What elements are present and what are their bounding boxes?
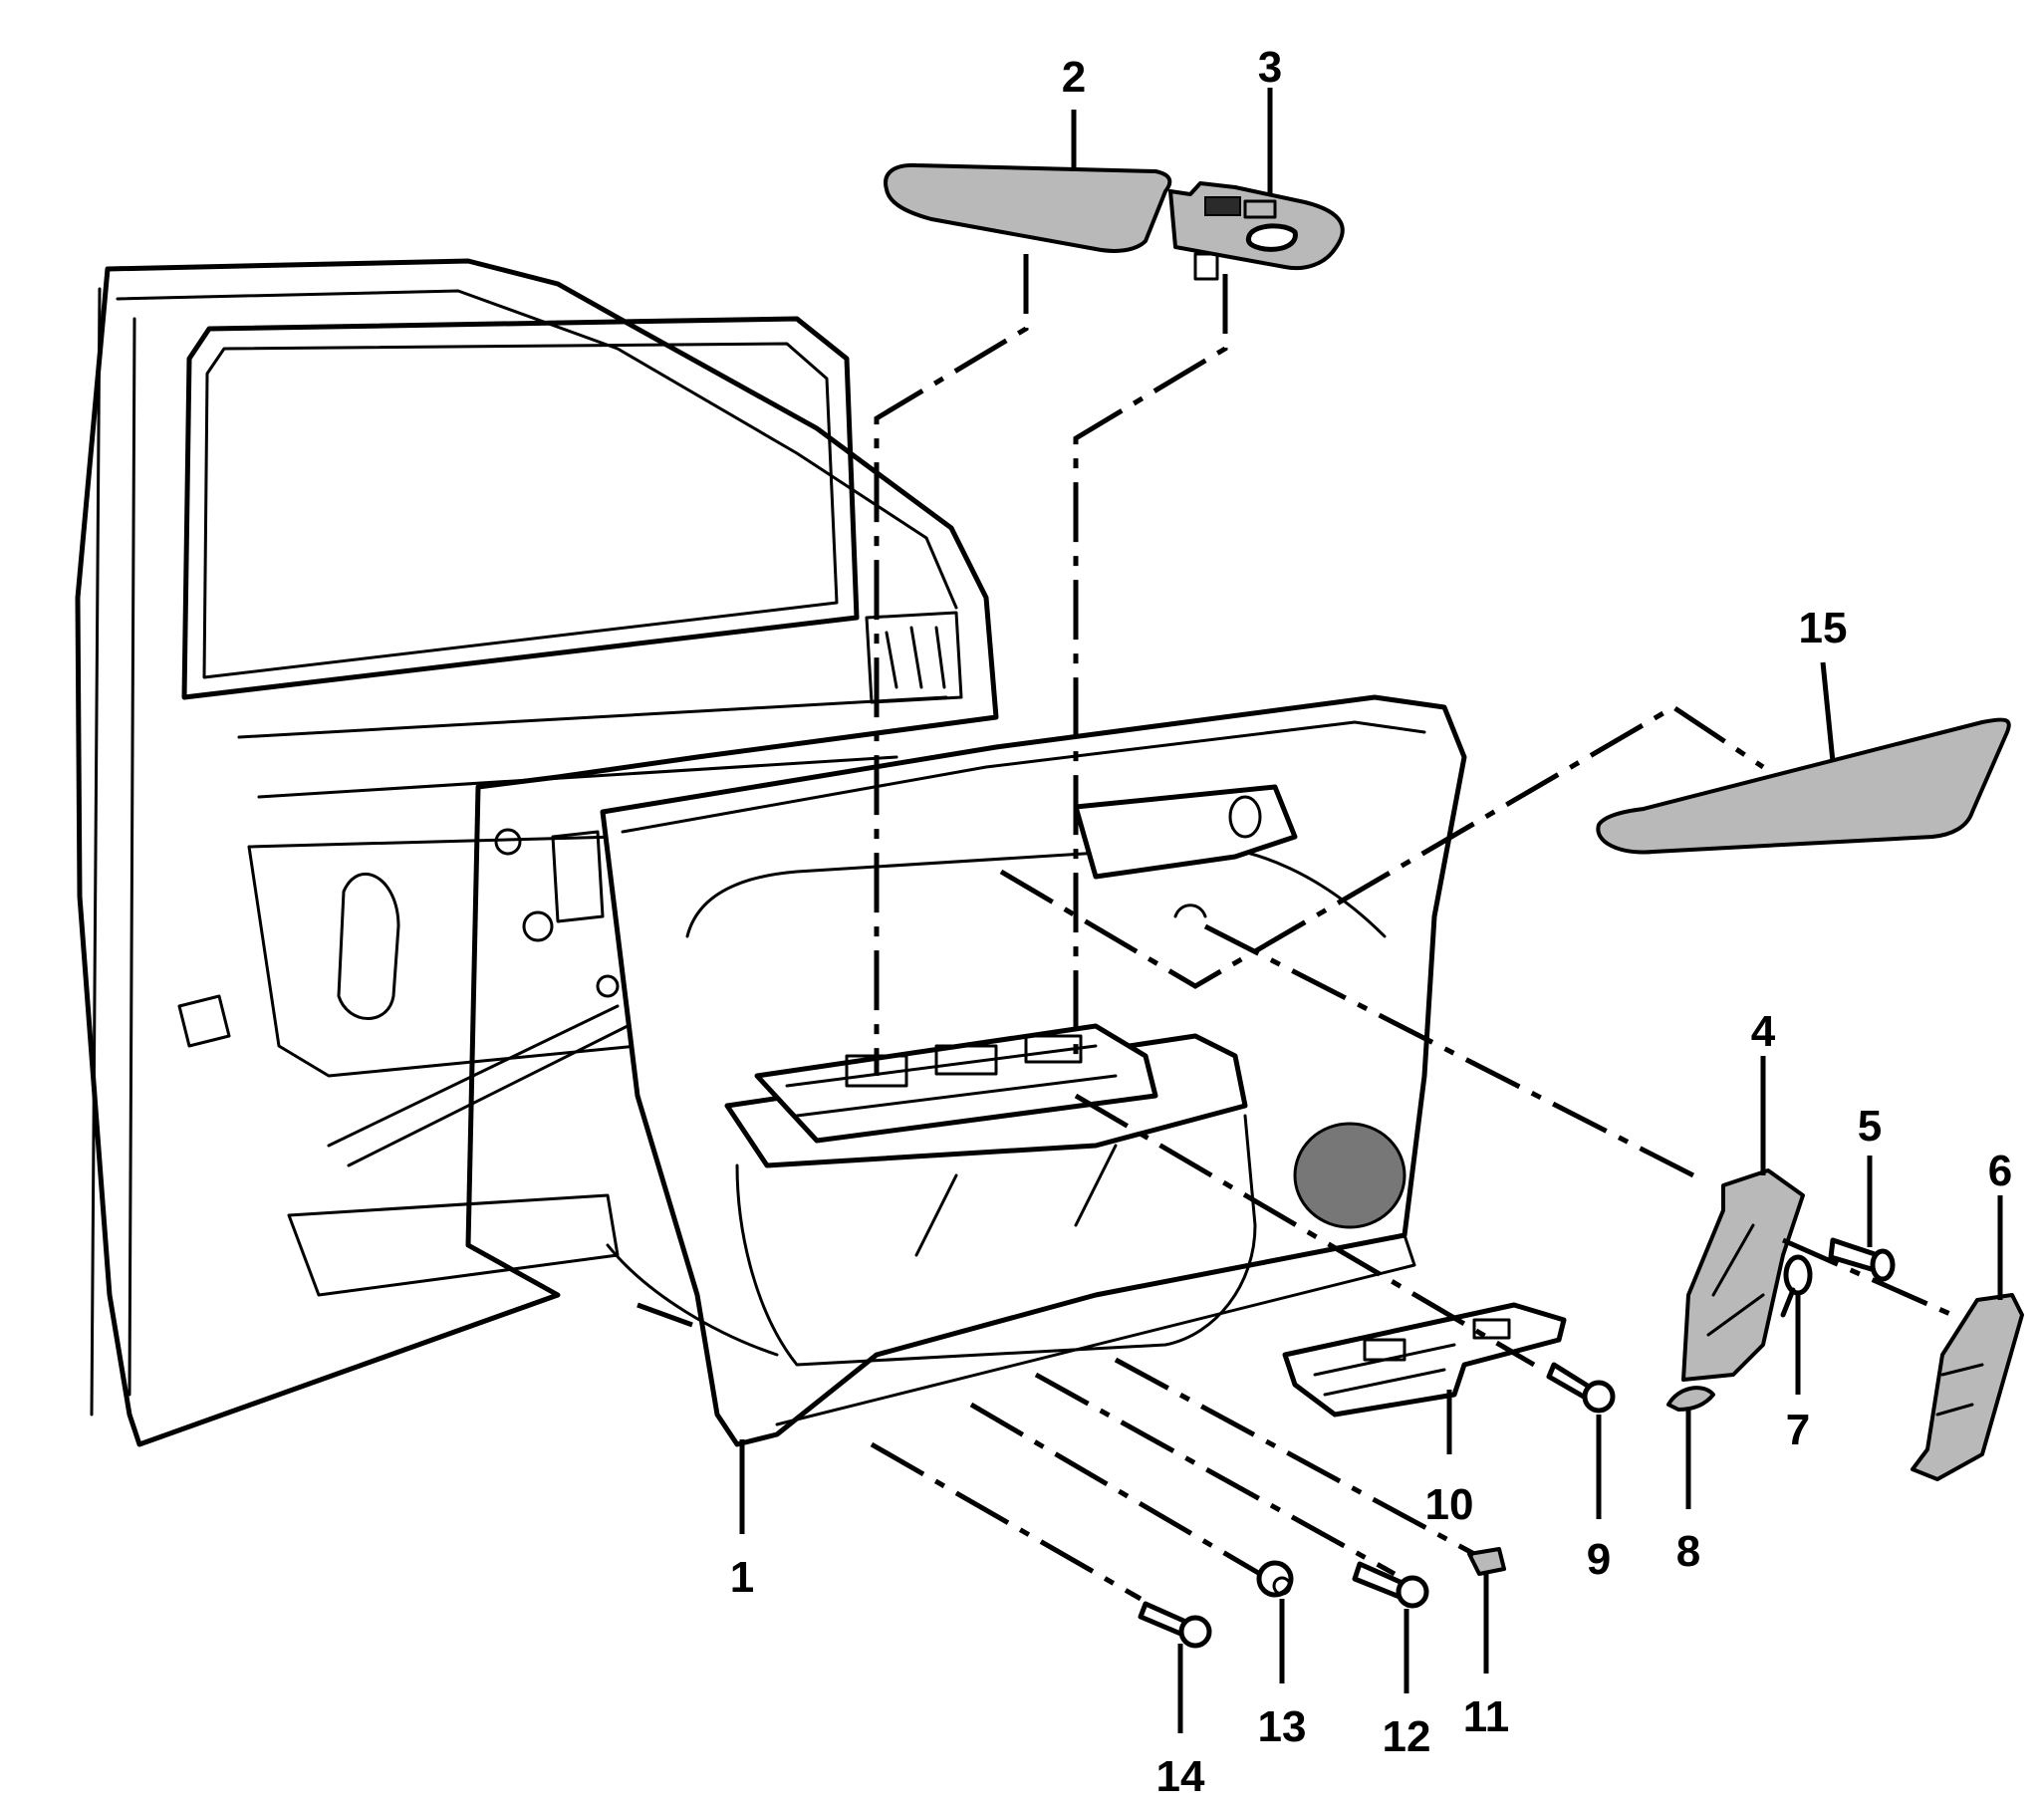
callout-9: 9 xyxy=(1587,1535,1611,1584)
callout-11: 11 xyxy=(1463,1692,1510,1741)
callout-12: 12 xyxy=(1383,1712,1431,1761)
leader-lines xyxy=(739,88,2003,1733)
end-trim-piece xyxy=(1911,1293,2024,1481)
speaker-grille xyxy=(1293,1122,1406,1229)
screw-9 xyxy=(1546,1362,1616,1414)
clip-8 xyxy=(1666,1386,1715,1412)
screw-12 xyxy=(1352,1561,1429,1609)
callout-8: 8 xyxy=(1676,1527,1700,1576)
door-shell xyxy=(75,258,999,1447)
callout-14: 14 xyxy=(1156,1752,1205,1801)
callout-4: 4 xyxy=(1751,1007,1776,1056)
trim-molding-strip xyxy=(1596,717,2011,855)
callout-5: 5 xyxy=(1858,1102,1882,1151)
screw-7 xyxy=(1780,1254,1813,1318)
phantom-lines xyxy=(637,254,1954,1602)
clip-11 xyxy=(1467,1547,1506,1576)
callout-7: 7 xyxy=(1786,1406,1810,1454)
screw-14 xyxy=(1138,1601,1212,1649)
pull-handle xyxy=(1681,1168,1805,1382)
callout-1: 1 xyxy=(730,1553,754,1602)
callout-15: 15 xyxy=(1799,604,1848,652)
screw-5 xyxy=(1828,1237,1896,1282)
callout-13: 13 xyxy=(1258,1702,1307,1751)
nut-13 xyxy=(1256,1560,1294,1598)
armrest-cover xyxy=(884,162,1172,253)
switch-module xyxy=(1282,1302,1567,1418)
callout-labels: 1 2 3 4 5 6 7 8 9 10 11 12 13 14 15 xyxy=(730,43,2012,1801)
callout-2: 2 xyxy=(1062,53,1086,102)
callout-6: 6 xyxy=(1988,1147,2012,1195)
door-trim-panel xyxy=(600,694,1467,1447)
callout-3: 3 xyxy=(1258,43,1282,92)
window-switch-bezel xyxy=(1168,181,1345,281)
callout-10: 10 xyxy=(1425,1480,1474,1529)
